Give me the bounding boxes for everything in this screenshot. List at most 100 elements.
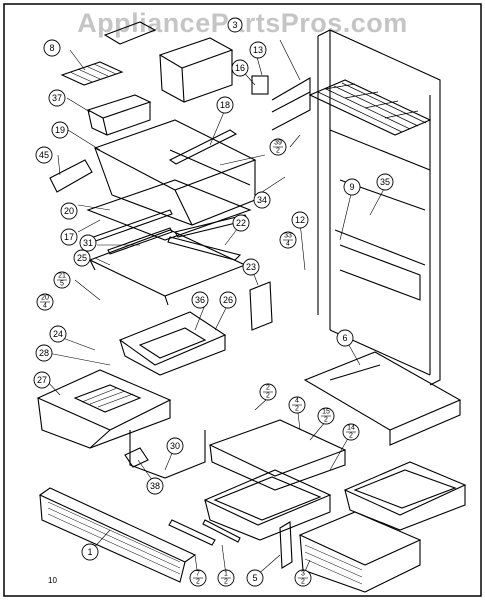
callout-circle-35: [376, 173, 394, 191]
shelf-bracket: [249, 281, 273, 331]
shelf-front-bar: [84, 209, 173, 245]
dairy-door: [49, 159, 93, 193]
callout-circle-18: [216, 96, 234, 114]
callout-6: 6: [342, 333, 347, 343]
fraction-3-bottom: 2: [301, 579, 305, 586]
callout-26: 26: [223, 295, 233, 305]
callout-circle-13: [249, 41, 267, 59]
ice-tray: [60, 61, 124, 86]
fraction-2-top: 2: [266, 385, 270, 392]
fraction-39-bottom: 2: [276, 148, 280, 155]
fraction-2-bottom: 2: [266, 393, 270, 400]
fraction-4-bottom: 2: [295, 406, 299, 413]
callout-circle-30: [166, 437, 184, 455]
callout-19: 19: [55, 125, 65, 135]
fraction-21-bottom: 5: [60, 281, 64, 288]
figure-number: 10: [48, 576, 57, 585]
vegetable-drawer: [298, 511, 422, 593]
callout-12: 12: [295, 215, 305, 225]
callout-circle-9: [343, 178, 361, 196]
glass-shelf-middle: [88, 229, 247, 306]
small-rail-2: [202, 519, 241, 543]
callout-circle-27: [33, 371, 51, 389]
callout-16: 16: [235, 63, 245, 73]
callout-circle-6: [336, 329, 354, 347]
callout-markers: [33, 17, 394, 587]
callout-circle-22: [232, 214, 250, 232]
fraction-33-top: 33: [284, 233, 292, 240]
callout-circle-16: [231, 59, 249, 77]
callout-labels: 3 8 13 16 37 18 19 45 34 9 35 20 17 22 1…: [37, 20, 390, 583]
callout-circle-28: [35, 344, 53, 362]
callout-circle-45: [35, 146, 53, 164]
meat-drawer: [36, 369, 172, 449]
callout-25: 25: [77, 253, 87, 263]
fraction-21-top: 21: [58, 273, 66, 280]
callout-28: 28: [39, 348, 49, 358]
crisper-drawer-right: [343, 461, 467, 531]
fraction-39-top: 39: [274, 140, 282, 147]
callout-8: 8: [49, 43, 54, 53]
fraction-1-top: 1: [224, 571, 228, 578]
ice-container: [103, 21, 234, 103]
callout-31: 31: [83, 238, 93, 248]
freezer-wire-shelf: [308, 79, 432, 136]
clip: [124, 447, 149, 468]
callout-circle-24: [49, 325, 67, 343]
fraction-1-bottom: 2: [224, 579, 228, 586]
door-rack: [251, 75, 311, 131]
fraction-15-bottom: 2: [324, 417, 328, 424]
callout-circle-25: [73, 249, 91, 267]
callout-13: 13: [253, 45, 263, 55]
callout-3: 3: [232, 20, 237, 30]
callout-30: 30: [170, 441, 180, 451]
callout-circle-5: [246, 569, 264, 587]
small-rail: [168, 519, 216, 546]
callout-circle-8: [43, 39, 61, 57]
fraction-20-bottom: 4: [43, 303, 47, 310]
callout-36: 36: [195, 295, 205, 305]
callout-24: 24: [53, 329, 63, 339]
drawer-rail: [279, 521, 293, 569]
callout-circle-12: [291, 211, 309, 229]
callout-circle-19: [51, 121, 69, 139]
callout-circle-31: [79, 234, 97, 252]
callout-37: 37: [52, 93, 62, 103]
callout-27: 27: [37, 375, 47, 385]
callout-circle-23: [242, 258, 260, 276]
shelf-trim: [168, 129, 238, 165]
callout-9: 9: [349, 182, 354, 192]
callout-35: 35: [380, 177, 390, 187]
fraction-7-bottom: 2: [196, 579, 200, 586]
callout-23: 23: [246, 262, 256, 272]
fraction-3-top: 3: [301, 571, 305, 578]
crisper-frame: [208, 419, 347, 491]
fraction-15-top: 15: [322, 409, 330, 416]
ice-bin: [86, 94, 152, 136]
callout-circle-26: [219, 291, 237, 309]
callout-22: 22: [236, 218, 246, 228]
crisper-drawer-left: [203, 469, 332, 541]
callout-17: 17: [64, 232, 74, 242]
callout-circle-34: [253, 191, 271, 209]
fraction-14-bottom: 2: [349, 433, 353, 440]
callout-18: 18: [220, 100, 230, 110]
callout-circle-36: [191, 291, 209, 309]
fraction-callouts: [40, 146, 356, 579]
callout-5: 5: [252, 573, 257, 583]
diagram-border: [3, 3, 482, 597]
drawer-cover: [118, 311, 227, 376]
callout-circle-3: [227, 17, 243, 33]
callout-20: 20: [64, 206, 74, 216]
callout-circle-17: [60, 228, 78, 246]
callout-circle-37: [48, 89, 66, 107]
shelf-bar: [107, 227, 173, 255]
fraction-33-bottom: 4: [286, 241, 290, 248]
callout-34: 34: [257, 195, 267, 205]
drawer-support: [129, 430, 206, 479]
callout-circle-20: [60, 202, 78, 220]
callout-circle-38: [146, 477, 164, 495]
callout-circle-1: [81, 543, 99, 561]
toe-grille: [38, 487, 197, 583]
